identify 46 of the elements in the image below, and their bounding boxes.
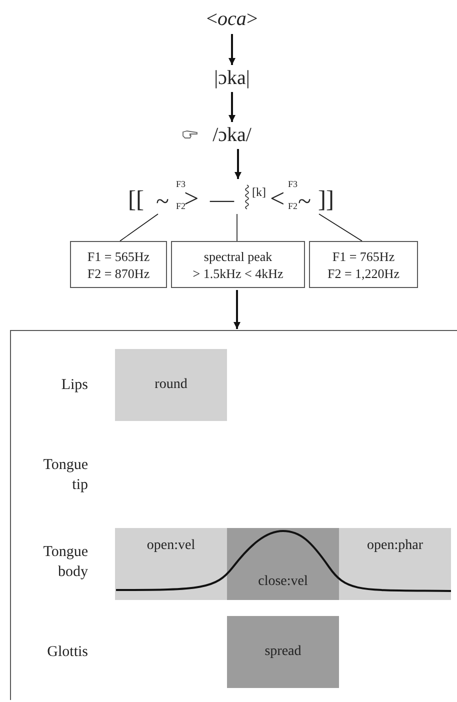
gesture-box (227, 528, 339, 600)
row-label: Tongue body (42, 543, 88, 582)
arrow (234, 290, 240, 329)
gesture-box (115, 349, 227, 421)
measurement-text: F1 = 565Hz (87, 248, 150, 264)
arrow (234, 149, 242, 179)
leader-line (120, 214, 158, 242)
row-label: Tongue tip (42, 456, 88, 495)
formant-label: F3 (288, 180, 298, 189)
gesture-box (115, 528, 227, 600)
spelling-text: <oca> (205, 7, 259, 32)
value-box (171, 241, 305, 288)
bracket: ]] (318, 188, 334, 212)
measurement-text: > 1.5kHz < 4kHz (192, 264, 284, 282)
gesture-label: open:phar (367, 538, 423, 554)
angle-sign: > (184, 186, 199, 212)
bracket: [[ (128, 188, 144, 212)
arrow (228, 34, 236, 65)
measurement-text: F2 = 1,220Hz (328, 264, 400, 282)
gesture-label: spread (264, 644, 302, 660)
tilde: ~ (298, 190, 311, 214)
gesture-label: close:vel (258, 574, 308, 590)
gesture-box (227, 616, 339, 688)
row-label: Glottis (46, 643, 88, 662)
formant-label: F2 (176, 202, 186, 211)
value-box (70, 241, 167, 288)
arrow (228, 92, 236, 122)
leader-line (318, 214, 362, 242)
phonological-text: /ɔka/ (212, 123, 252, 147)
dash: — (210, 188, 234, 212)
tilde: ~ (156, 190, 169, 214)
angle-sign: < (270, 186, 285, 212)
formant-label: F2 (288, 202, 298, 211)
formant-label: F3 (176, 180, 186, 189)
measurement-text: F2 = 870Hz (87, 264, 150, 282)
gesture-box (339, 528, 451, 600)
gesture-panel (10, 330, 457, 700)
gesture-label: round (154, 377, 188, 393)
measurement-text: spectral peak (204, 248, 272, 264)
phone-label: [k] (252, 186, 266, 198)
value-box (309, 241, 418, 288)
measurement-text: F1 = 765Hz (332, 248, 395, 264)
gesture-label: open:vel (146, 538, 196, 554)
leader-line (236, 214, 238, 242)
row-label: Lips (60, 376, 88, 395)
phonemic-text: |ɔka| (213, 66, 251, 90)
